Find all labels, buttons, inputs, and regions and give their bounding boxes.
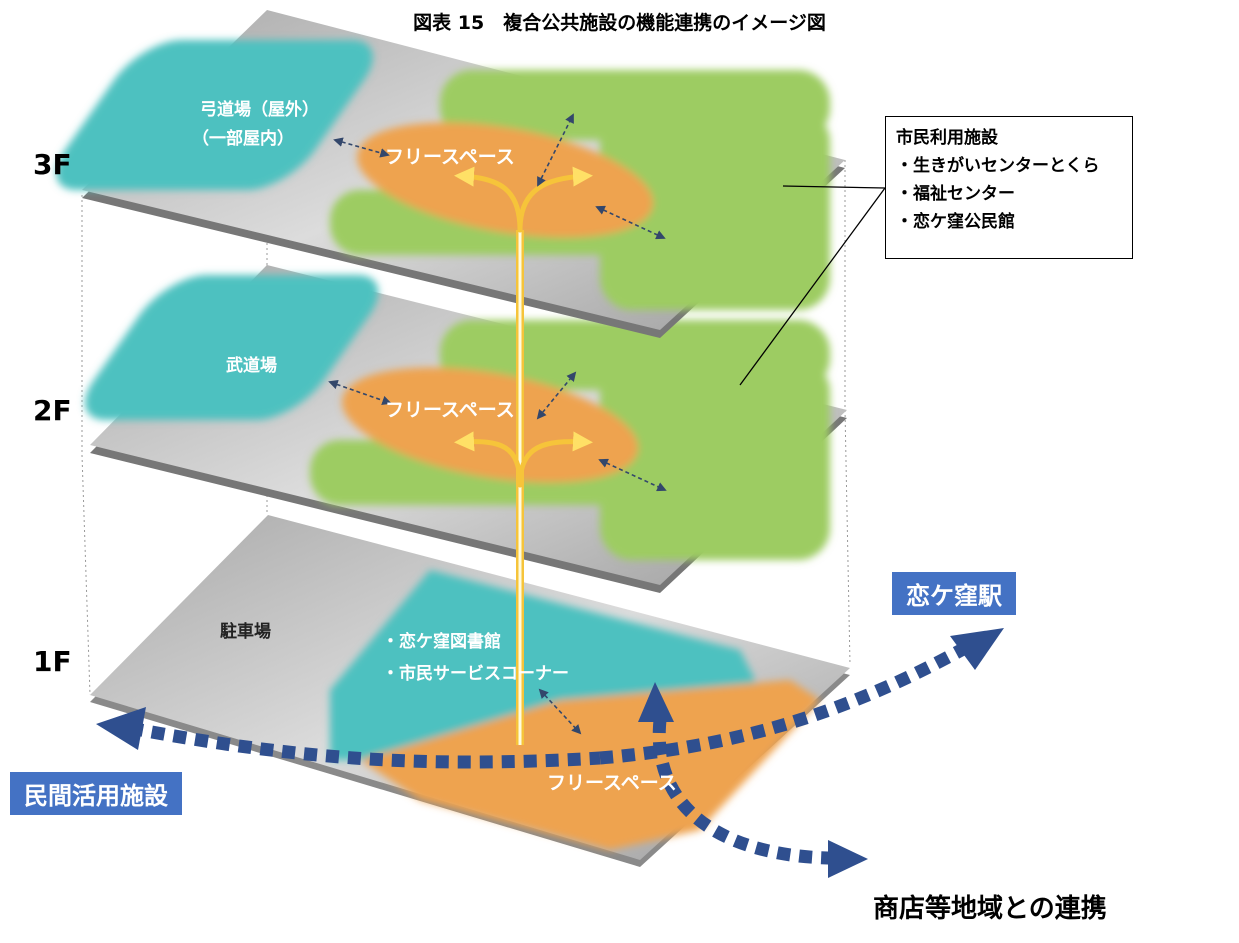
floor3-kyudo-label: 弓道場（屋外） bbox=[200, 100, 319, 120]
floor1-parking-label: 駐車場 bbox=[220, 622, 271, 642]
floor-label-3f: 3F bbox=[33, 148, 72, 181]
floor3-kyudo-zone bbox=[56, 40, 373, 190]
arrowhead-private bbox=[96, 707, 146, 750]
floor3-green-right bbox=[600, 110, 830, 310]
citizen-facilities-box: 市民利用施設 ・生きがいセンターとくら ・福祉センター ・恋ケ窪公民館 bbox=[885, 116, 1133, 259]
floor2-dojo-zone bbox=[85, 275, 379, 420]
citizen-facility-item: ・福祉センター bbox=[896, 184, 1015, 204]
floor2-dojo-label: 武道場 bbox=[226, 356, 277, 376]
private-facility-label: 民間活用施設 bbox=[10, 772, 182, 815]
citizen-facilities-heading: 市民利用施設 bbox=[896, 128, 998, 148]
station-label: 恋ケ窪駅 bbox=[892, 572, 1016, 615]
connection-arrows bbox=[128, 642, 969, 865]
page-title: 図表 15 複合公共施設の機能連携のイメージ図 bbox=[413, 12, 826, 34]
floor-2-plate bbox=[85, 265, 847, 593]
floor1-service-label: ・市民サービスコーナー bbox=[382, 664, 569, 684]
floor-3-plate bbox=[56, 10, 845, 338]
floor1-free-space-label: フリースペース bbox=[547, 772, 677, 794]
floor2-free-space-label: フリースペース bbox=[385, 399, 515, 421]
floor-1-plate bbox=[90, 515, 850, 867]
floor3-free-space-label: フリースペース bbox=[385, 146, 515, 168]
arrowhead-shops bbox=[828, 840, 868, 878]
citizen-facility-item: ・恋ケ窪公民館 bbox=[896, 212, 1015, 232]
shops-collaboration-label: 商店等地域との連携 bbox=[873, 894, 1107, 924]
floor3-kyudo-sublabel: （一部屋内） bbox=[192, 129, 294, 149]
citizen-facility-item: ・生きがいセンターとくら bbox=[896, 156, 1100, 176]
floor1-library-zone bbox=[330, 570, 760, 760]
arrowhead-shops-up bbox=[638, 682, 674, 722]
info-leader-lines bbox=[739, 185, 886, 386]
arrow-to-station bbox=[599, 642, 969, 765]
floor3-free-zone bbox=[357, 122, 653, 238]
floor2-green-right bbox=[600, 360, 830, 560]
floor1-library-label: ・恋ケ窪図書館 bbox=[382, 632, 501, 652]
floor-label-2f: 2F bbox=[33, 394, 72, 427]
arrowhead-station bbox=[950, 628, 1004, 670]
arrow-to-shops bbox=[652, 719, 846, 865]
small-link-arrows bbox=[328, 113, 667, 735]
connection-arrowheads bbox=[96, 628, 1004, 878]
floor-label-1f: 1F bbox=[33, 645, 72, 678]
arrow-to-private bbox=[128, 721, 601, 769]
